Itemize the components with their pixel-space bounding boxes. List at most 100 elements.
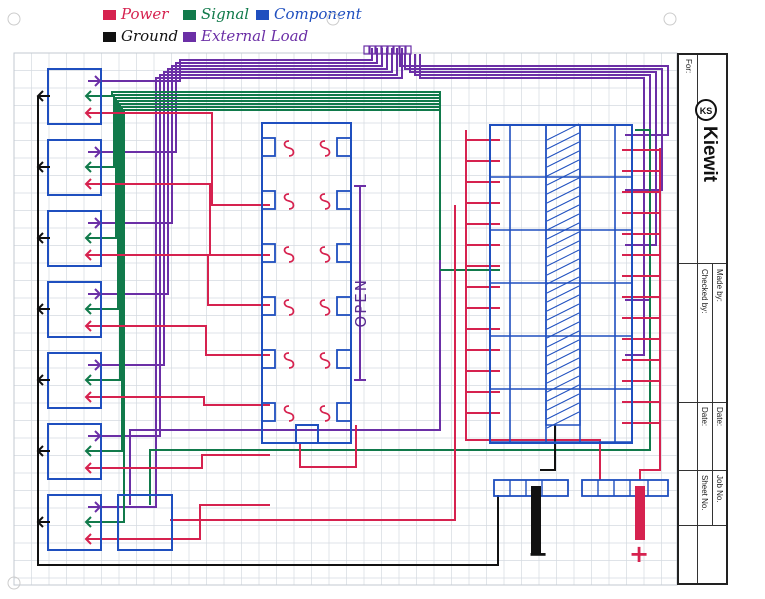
- busbar-hatch: [546, 168, 580, 186]
- job-no-label: Job No.: [715, 475, 724, 503]
- switch-contact-right: [336, 190, 352, 210]
- graph-grid: [7, 12, 678, 590]
- power-feed-right: [639, 148, 661, 480]
- busbar-hatch: [546, 249, 580, 267]
- signal-arrow: [84, 374, 92, 386]
- ground-arrow: [36, 303, 44, 315]
- signal-arrow: [84, 90, 92, 102]
- signal-arrow: [84, 232, 92, 244]
- busbar-hatch: [546, 375, 580, 393]
- power-cross: [170, 205, 456, 521]
- legend-power: Power: [103, 5, 168, 23]
- external-arrow: [94, 146, 102, 158]
- legend-component: Component: [256, 5, 362, 23]
- tb-row-line: [679, 402, 726, 403]
- external-load-wire: [414, 54, 651, 301]
- switch-contact-left: [261, 349, 276, 369]
- external-load-wire: [129, 120, 441, 505]
- power-arrow: [84, 107, 92, 119]
- terminal-block: [489, 123, 669, 554]
- signal-arrow: [84, 516, 92, 528]
- busbar-hatch: [546, 393, 580, 411]
- busbar-hatch: [546, 195, 580, 213]
- busbar-hatch: [546, 213, 580, 231]
- busbar-hatch: [546, 141, 580, 159]
- switch-panel-loop: [299, 425, 357, 468]
- positive-terminal-label: +: [629, 540, 650, 568]
- legend-signal-label: Signal: [201, 5, 250, 23]
- busbar-hatch: [546, 267, 580, 285]
- power-arrow: [84, 533, 92, 545]
- busbar-hatch: [546, 159, 580, 177]
- switch-contact-right: [336, 402, 352, 422]
- switch-contact-right: [336, 243, 352, 263]
- title-block-divider: [697, 55, 698, 583]
- busbar-hatch: [546, 186, 580, 204]
- relay-module-bottom: [117, 494, 173, 551]
- signal-arrow: [84, 161, 92, 173]
- power-wire: [86, 325, 270, 356]
- busbar-hatch: [546, 231, 580, 249]
- tb-row-line: [679, 263, 726, 264]
- bottom-terminal-strip: [493, 479, 669, 554]
- external-load-wire: [100, 48, 393, 366]
- busbar-hatch: [546, 357, 580, 375]
- busbar-hatch: [546, 285, 580, 303]
- power-arrow: [84, 320, 92, 332]
- ground-arrow: [36, 232, 44, 244]
- switch-symbol-right: [319, 140, 331, 157]
- signal-arrow: [84, 445, 92, 457]
- busbar-hatch: [546, 411, 580, 429]
- legend-ground-label: Ground: [121, 27, 179, 45]
- switch-contact-left: [261, 402, 276, 422]
- switch-contact-left: [261, 243, 276, 263]
- external-load-wire: [100, 48, 378, 153]
- external-arrow: [94, 359, 102, 371]
- switch-symbol-right: [319, 352, 331, 369]
- power-feed: [465, 130, 601, 480]
- external-arrow: [94, 430, 102, 442]
- busbar-hatch: [546, 348, 580, 366]
- signal-wires: [86, 91, 651, 523]
- external-load-wire: [409, 54, 657, 246]
- ground-arrow: [36, 516, 44, 528]
- signal-wire: [86, 109, 441, 523]
- legend-external-load: External Load: [183, 27, 308, 45]
- legend-signal: Signal: [183, 5, 249, 23]
- power-wire: [86, 454, 270, 469]
- switch-contact-left: [261, 296, 276, 316]
- tb-row-line: [679, 525, 726, 526]
- power-wire: [86, 396, 270, 406]
- busbar-hatch: [546, 204, 580, 222]
- switch-contact-right: [336, 137, 352, 157]
- punch-hole: [7, 12, 21, 26]
- title-block: For: Made by: Checked by: Date: Date: Jo…: [677, 53, 728, 585]
- strip-right: [581, 479, 669, 497]
- external-load-swatch: [183, 32, 196, 42]
- external-arrow: [94, 217, 102, 229]
- switch-contact-right: [336, 349, 352, 369]
- busbar-hatch: [546, 240, 580, 258]
- checked-by-label: Checked by:: [700, 269, 709, 314]
- kiewit-logo-icon: KS: [695, 99, 717, 121]
- switch-symbol-left: [283, 299, 295, 316]
- power-wire: [86, 112, 270, 206]
- signal-arrow: [84, 303, 92, 315]
- busbar-hatch: [546, 177, 580, 195]
- ground-feed: [540, 425, 556, 471]
- positive-probe: [635, 486, 645, 540]
- ground-arrow: [36, 161, 44, 173]
- power-wires: [86, 112, 661, 540]
- switch-symbol-left: [283, 352, 295, 369]
- busbar-hatch: [546, 303, 580, 321]
- brand-name: Kiewit: [699, 126, 720, 182]
- legend-external-load-label: External Load: [201, 27, 309, 45]
- legend-ground: Ground: [103, 27, 178, 45]
- power-arrow: [84, 249, 92, 261]
- punch-hole: [663, 12, 677, 26]
- external-load-wire: [100, 48, 383, 224]
- power-arrow: [84, 462, 92, 474]
- busbar-hatch: [546, 321, 580, 339]
- switch-symbol-right: [319, 246, 331, 263]
